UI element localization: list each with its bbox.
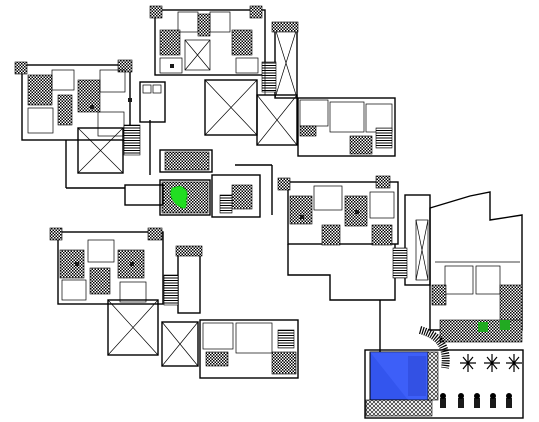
structural-columns <box>75 64 359 266</box>
block-left <box>14 59 166 189</box>
pool-deck-loungers <box>440 393 512 408</box>
pool-deck-trees <box>460 354 522 372</box>
block-top-center <box>149 5 299 146</box>
block-right <box>277 175 524 419</box>
courtyard-garden <box>170 185 188 209</box>
block-bottom-left <box>49 227 299 379</box>
block-middle-right <box>124 97 396 218</box>
